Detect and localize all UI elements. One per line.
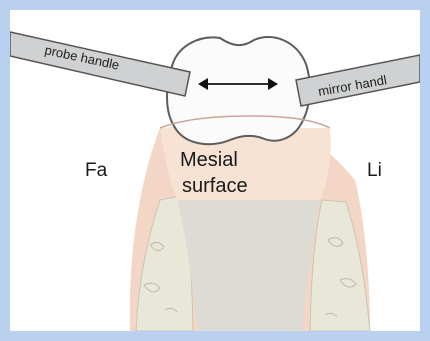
probe-handle: probe handle <box>10 32 190 96</box>
surface-label-line2: surface <box>182 175 248 197</box>
facial-label: Fa <box>85 160 108 181</box>
tooth-crown <box>167 37 310 144</box>
tooth-diagram: probe handle mirror handl Fa Li Mesial s… <box>10 10 420 331</box>
lingual-label: Li <box>367 160 382 181</box>
root-lower <box>178 200 320 331</box>
surface-label-line1: Mesial <box>180 149 238 171</box>
diagram-panel: probe handle mirror handl Fa Li Mesial s… <box>10 10 420 331</box>
mirror-handle: mirror handl <box>296 55 420 106</box>
